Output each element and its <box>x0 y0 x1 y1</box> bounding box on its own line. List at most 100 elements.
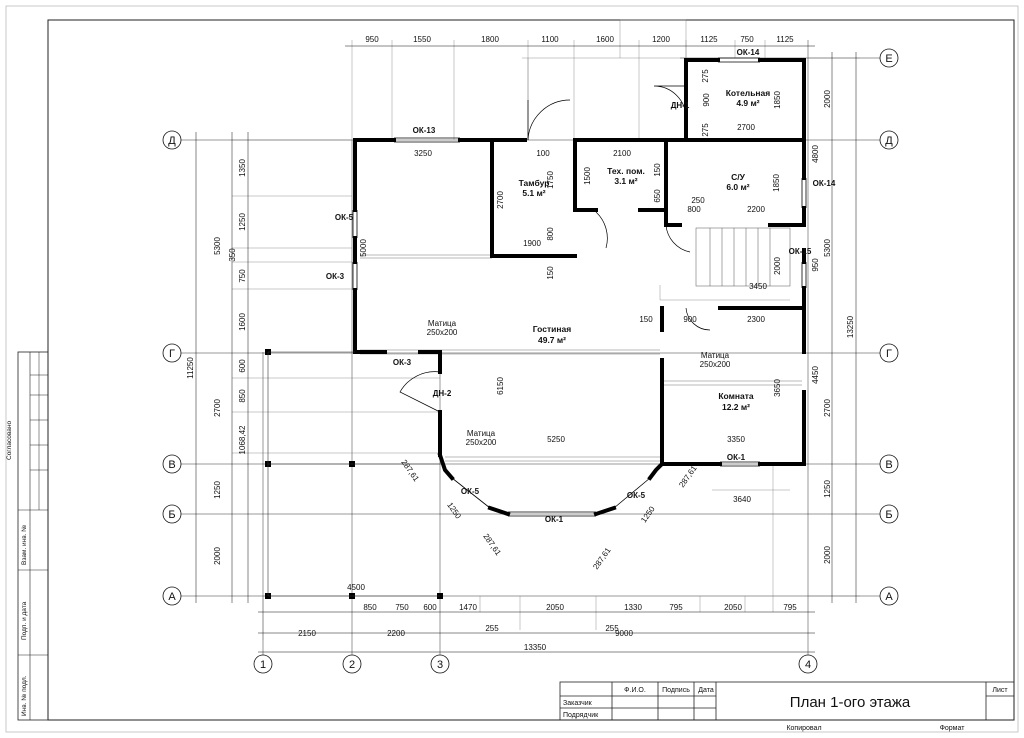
opening-ok1-bay: ОК-1 <box>545 515 564 524</box>
dim-int-5250: 5250 <box>547 435 565 444</box>
dims-bottom: 850 750 600 1470 2050 1330 795 2050 795 … <box>298 603 797 652</box>
axis-bubbles <box>162 48 899 674</box>
stamp-copied: Копировал <box>786 725 821 732</box>
dim-int-28761d: 287,61 <box>677 464 699 490</box>
room-boiler-name: Котельная <box>726 88 771 98</box>
opening-ok3-left: ОК-3 <box>326 272 345 281</box>
dim-top-2: 1550 <box>413 35 431 44</box>
dim-bottom-r1-2: 750 <box>395 603 409 612</box>
dim-int-900: 900 <box>683 315 697 324</box>
dim-bottom-r1-1: 850 <box>363 603 377 612</box>
door-dn1: ДН-1 <box>671 101 690 110</box>
dim-bottom-r1-4: 1470 <box>459 603 477 612</box>
dim-int-275a: 275 <box>701 69 710 83</box>
dim-int-3650: 3650 <box>773 379 782 397</box>
axis-right-e: Е <box>885 53 892 65</box>
opening-ok3-mid: ОК-3 <box>393 358 412 367</box>
dim-int-3450: 3450 <box>749 282 767 291</box>
opening-ok13: ОК-13 <box>413 126 436 135</box>
room-vestibule-area: 5.1 м² <box>522 188 545 198</box>
dim-bottom-r1-7: 795 <box>669 603 683 612</box>
dim-int-150a: 150 <box>653 163 662 177</box>
room-living-name: Гостиная <box>533 324 571 334</box>
beam-1-size: 250x200 <box>427 328 458 337</box>
dim-top-4: 1100 <box>541 35 559 44</box>
axis-right-a: А <box>885 591 893 603</box>
dim-right-outer: 13250 <box>846 315 855 338</box>
porch-outline <box>267 351 440 597</box>
side-stamp: Согласовано Взам. инв. № Подп. и дата Ин… <box>6 351 49 721</box>
dim-int-800a: 800 <box>687 205 701 214</box>
opening-ok5-bay-left: ОК-5 <box>461 487 480 496</box>
dim-left-6: 600 <box>238 359 247 373</box>
dim-right-2: 4800 <box>811 145 820 163</box>
title-block <box>559 681 1015 721</box>
dim-right-5: 4450 <box>811 366 820 384</box>
room-tech-name: Тех. пом. <box>607 166 645 176</box>
opening-ok14-top: ОК-14 <box>737 48 760 57</box>
dim-left-outer: 11250 <box>186 357 195 379</box>
axis-num-3: 3 <box>437 659 443 671</box>
dim-left-4: 750 <box>238 269 247 283</box>
dim-left-3: 350 <box>228 248 237 262</box>
dim-int-2700: 2700 <box>496 191 505 209</box>
axis-num-2: 2 <box>349 659 355 671</box>
axis-left-b: Б <box>168 509 175 521</box>
dim-left-8: 2700 <box>213 399 222 417</box>
dims-left: 1350 1250 350 750 1600 600 850 2700 1068… <box>186 159 247 565</box>
room-bath-name: С/У <box>731 172 746 182</box>
beams <box>360 254 802 462</box>
stamp-date: Дата <box>698 687 714 694</box>
dim-int-2200: 2200 <box>747 205 765 214</box>
dim-right-8: 2000 <box>823 546 832 564</box>
opening-ok5-bay-right: ОК-5 <box>627 491 646 500</box>
side-stamp-sign-date: Подп. и дата <box>21 601 28 640</box>
axis-right-b: Б <box>885 509 892 521</box>
beam-labels: Матица 250x200 Матица 250x200 Матица 250… <box>427 319 731 447</box>
dim-left-mid: 5300 <box>213 237 222 255</box>
dim-top-6: 1200 <box>652 35 670 44</box>
dim-bottom-small-2: 255 <box>605 624 619 633</box>
dim-int-650: 650 <box>653 189 662 203</box>
opening-ok15: ОК-15 <box>789 247 812 256</box>
side-stamp-inv-replace: Взам. инв. № <box>21 525 28 565</box>
dim-int-3350: 3350 <box>727 435 745 444</box>
dims-right: 2000 4800 5300 950 4450 2700 1250 2000 1… <box>811 90 855 564</box>
dim-int-2700b: 2700 <box>737 123 755 132</box>
opening-ok1-right: ОК-1 <box>727 453 746 462</box>
dim-int-1900: 1900 <box>523 239 541 248</box>
room-bedroom-name: Комната <box>718 391 754 401</box>
side-stamp-inv-orig: Инв. № подл. <box>21 675 28 716</box>
dim-int-800b: 800 <box>546 227 555 241</box>
dim-left-2: 1250 <box>238 213 247 231</box>
dim-bottom-r1-8: 2050 <box>724 603 742 612</box>
dim-bottom-r1-6: 1330 <box>624 603 642 612</box>
axis-num-1: 1 <box>260 659 266 671</box>
dim-int-150c: 150 <box>639 315 653 324</box>
door-dn2: ДН-2 <box>433 389 452 398</box>
axis-right-g: Г <box>886 348 892 360</box>
title-block-text: Ф.И.О. Подпись Дата Заказчик Подрядчик П… <box>563 687 1008 732</box>
beam-2-label: Матица <box>701 351 730 360</box>
dim-int-1500: 1500 <box>583 167 592 185</box>
dim-int-1250a: 1250 <box>445 501 463 521</box>
dim-right-1: 2000 <box>823 90 832 108</box>
axis-left-a: А <box>168 591 176 603</box>
dim-int-1850b: 1850 <box>773 91 782 109</box>
beam-1-label: Матица <box>428 319 457 328</box>
room-labels: Котельная 4.9 м² Тех. пом. 3.1 м² Тамбур… <box>519 88 771 412</box>
dim-right-6: 2700 <box>823 399 832 417</box>
axis-labels: Д Г В Б А Е Д Г В Б А 1 2 3 4 <box>168 53 893 671</box>
axis-num-4: 4 <box>805 659 811 671</box>
dim-int-2100: 2100 <box>613 149 631 158</box>
dim-right-4: 950 <box>811 258 820 272</box>
dim-int-1250b: 1250 <box>639 504 657 524</box>
dim-top-7: 1125 <box>700 35 718 44</box>
dim-int-2000: 2000 <box>773 257 782 275</box>
side-stamp-agreed: Согласовано <box>6 421 13 460</box>
stamp-customer: Заказчик <box>563 700 593 707</box>
dims-top: 950 1550 1800 1100 1600 1200 1125 750 11… <box>365 35 794 44</box>
dim-int-100: 100 <box>536 149 550 158</box>
dim-int-28761a: 287,61 <box>399 458 421 484</box>
dim-top-1: 950 <box>365 35 379 44</box>
